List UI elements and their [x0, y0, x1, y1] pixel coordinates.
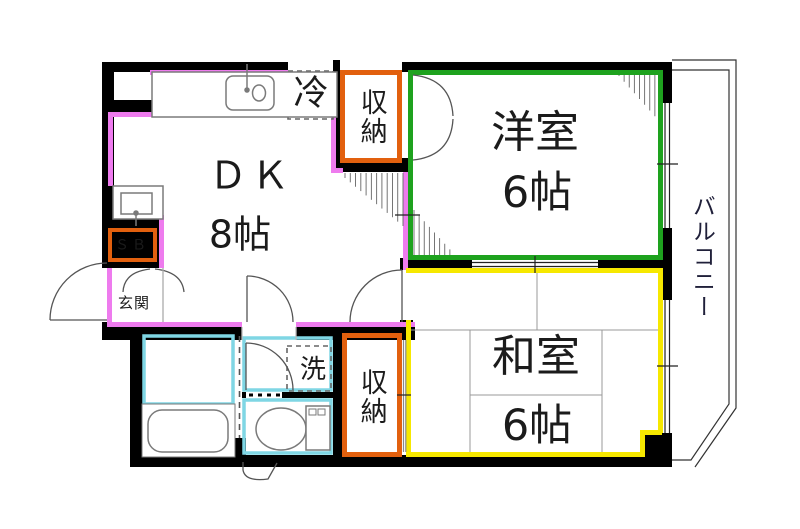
dk-room-size: 8帖 — [208, 212, 272, 257]
fixtures — [112, 64, 338, 458]
dk-hall-door-arc — [246, 275, 294, 323]
shoe-box — [108, 228, 157, 262]
toilet-wall-gap — [246, 392, 282, 398]
hatch-western-room-ne — [618, 71, 661, 122]
japanese-room-door-arc — [349, 269, 403, 323]
western-room-outline — [408, 70, 663, 260]
tatami-grid — [411, 273, 662, 452]
entrance-label: 玄関 — [117, 293, 151, 312]
balcony-label: バルコニー — [688, 194, 715, 320]
closet-double-door-arc — [412, 74, 454, 117]
toilet-box — [242, 398, 333, 455]
doors — [49, 74, 454, 481]
japanese-room-label: 和室 — [492, 331, 580, 383]
washer-space-label: 洗 — [299, 354, 327, 385]
sink-drain — [251, 84, 267, 102]
toilet-door — [242, 462, 278, 481]
balcony-outline — [672, 59, 737, 468]
shoe-box-door-arc — [122, 268, 151, 293]
bathroom-box — [142, 334, 235, 406]
washer-space-box — [286, 345, 332, 392]
windows — [395, 103, 678, 452]
western-room-size: 6帖 — [501, 167, 573, 218]
storage-upper-box — [340, 70, 402, 163]
storage-lower-label: 収納 — [355, 368, 387, 426]
dk-room-label: ＤＫ — [208, 153, 294, 198]
washroom-door-arc — [245, 342, 294, 391]
shoe-box-label: ＳＢ — [115, 237, 149, 254]
bathtub — [147, 409, 229, 453]
japanese-room-size: 6帖 — [501, 400, 573, 451]
western-room-label: 洋室 — [491, 107, 579, 159]
entrance-door-arc — [49, 262, 108, 321]
hatch-western-room-sw — [413, 210, 456, 256]
hatch-dk-closet — [344, 173, 404, 226]
kitchen-sink — [225, 75, 275, 111]
toilet-bowl — [255, 407, 307, 451]
storage-upper-label: 収納 — [355, 88, 387, 146]
washroom-box — [242, 336, 333, 392]
refrigerator-space-label: 冷 — [293, 74, 329, 115]
